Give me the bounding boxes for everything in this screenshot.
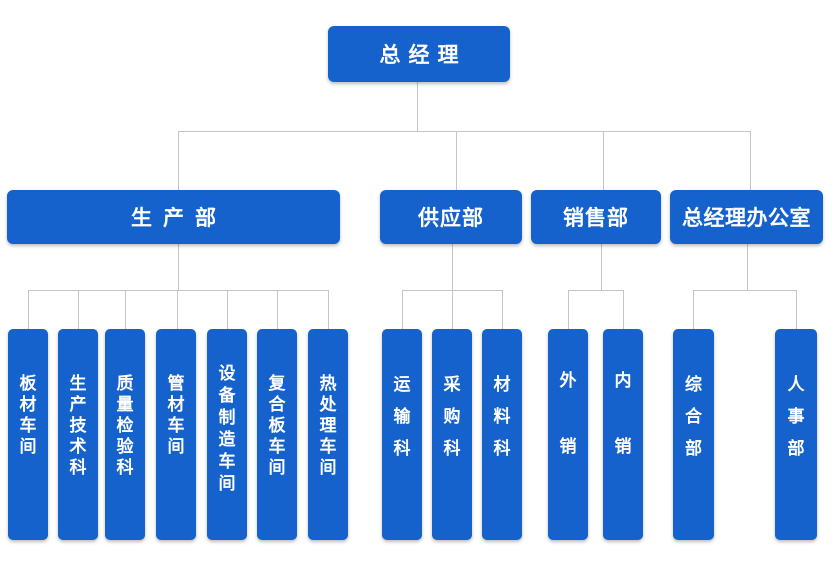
- connector-level2-rail: [178, 131, 750, 132]
- connector-root-drop: [417, 82, 418, 131]
- leaf-quality-inspection-section: 质 量 检 验 科: [105, 329, 145, 540]
- leaf-equipment-manufacturing-workshop: 设 备 制 造 车 间: [207, 329, 247, 540]
- connector-unit-drop: [125, 290, 126, 330]
- connector-unit-drop: [568, 290, 569, 330]
- connector-office-stem: [747, 244, 748, 290]
- leaf-export-sales: 外 销: [548, 329, 588, 540]
- connector-unit-drop: [623, 290, 624, 330]
- leaf-heat-treatment-workshop: 热 处 理 车 间: [308, 329, 348, 540]
- connector-unit-drop: [78, 290, 79, 330]
- node-production-dept: 生产部: [7, 190, 340, 244]
- leaf-composite-plate-workshop: 复 合 板 车 间: [257, 329, 297, 540]
- connector-supply-drop: [456, 131, 457, 190]
- connector-unit-drop: [177, 290, 178, 330]
- connector-unit-drop: [277, 290, 278, 330]
- connector-sales-rail: [568, 290, 623, 291]
- leaf-plate-workshop: 板 材 车 间: [8, 329, 48, 540]
- connector-unit-drop: [402, 290, 403, 330]
- node-general-manager: 总经理: [328, 26, 510, 82]
- connector-unit-drop: [452, 290, 453, 330]
- connector-sales-stem: [601, 244, 602, 290]
- node-supply-dept: 供应部: [380, 190, 522, 244]
- leaf-materials-section: 材 料 科: [482, 329, 522, 540]
- connector-unit-drop: [28, 290, 29, 330]
- connector-unit-drop: [502, 290, 503, 330]
- connector-sales-drop: [603, 131, 604, 190]
- connector-supply-stem: [452, 244, 453, 290]
- connector-unit-drop: [796, 290, 797, 330]
- node-gm-office: 总经理办公室: [670, 190, 823, 244]
- connector-office-rail: [693, 290, 796, 291]
- connector-office-drop: [750, 131, 751, 190]
- connector-unit-drop: [227, 290, 228, 330]
- connector-unit-drop: [693, 290, 694, 330]
- leaf-purchasing-section: 采 购 科: [432, 329, 472, 540]
- leaf-production-tech-section: 生 产 技 术 科: [58, 329, 98, 540]
- connector-production-rail: [28, 290, 328, 291]
- leaf-hr-dept: 人 事 部: [775, 329, 817, 540]
- leaf-pipe-workshop: 管 材 车 间: [156, 329, 196, 540]
- connector-production-drop: [178, 131, 179, 190]
- connector-unit-drop: [328, 290, 329, 330]
- node-sales-dept: 销售部: [531, 190, 661, 244]
- leaf-general-affairs-dept: 综 合 部: [673, 329, 714, 540]
- connector-production-stem: [178, 244, 179, 290]
- leaf-transportation-section: 运 输 科: [382, 329, 422, 540]
- leaf-domestic-sales: 内 销: [603, 329, 643, 540]
